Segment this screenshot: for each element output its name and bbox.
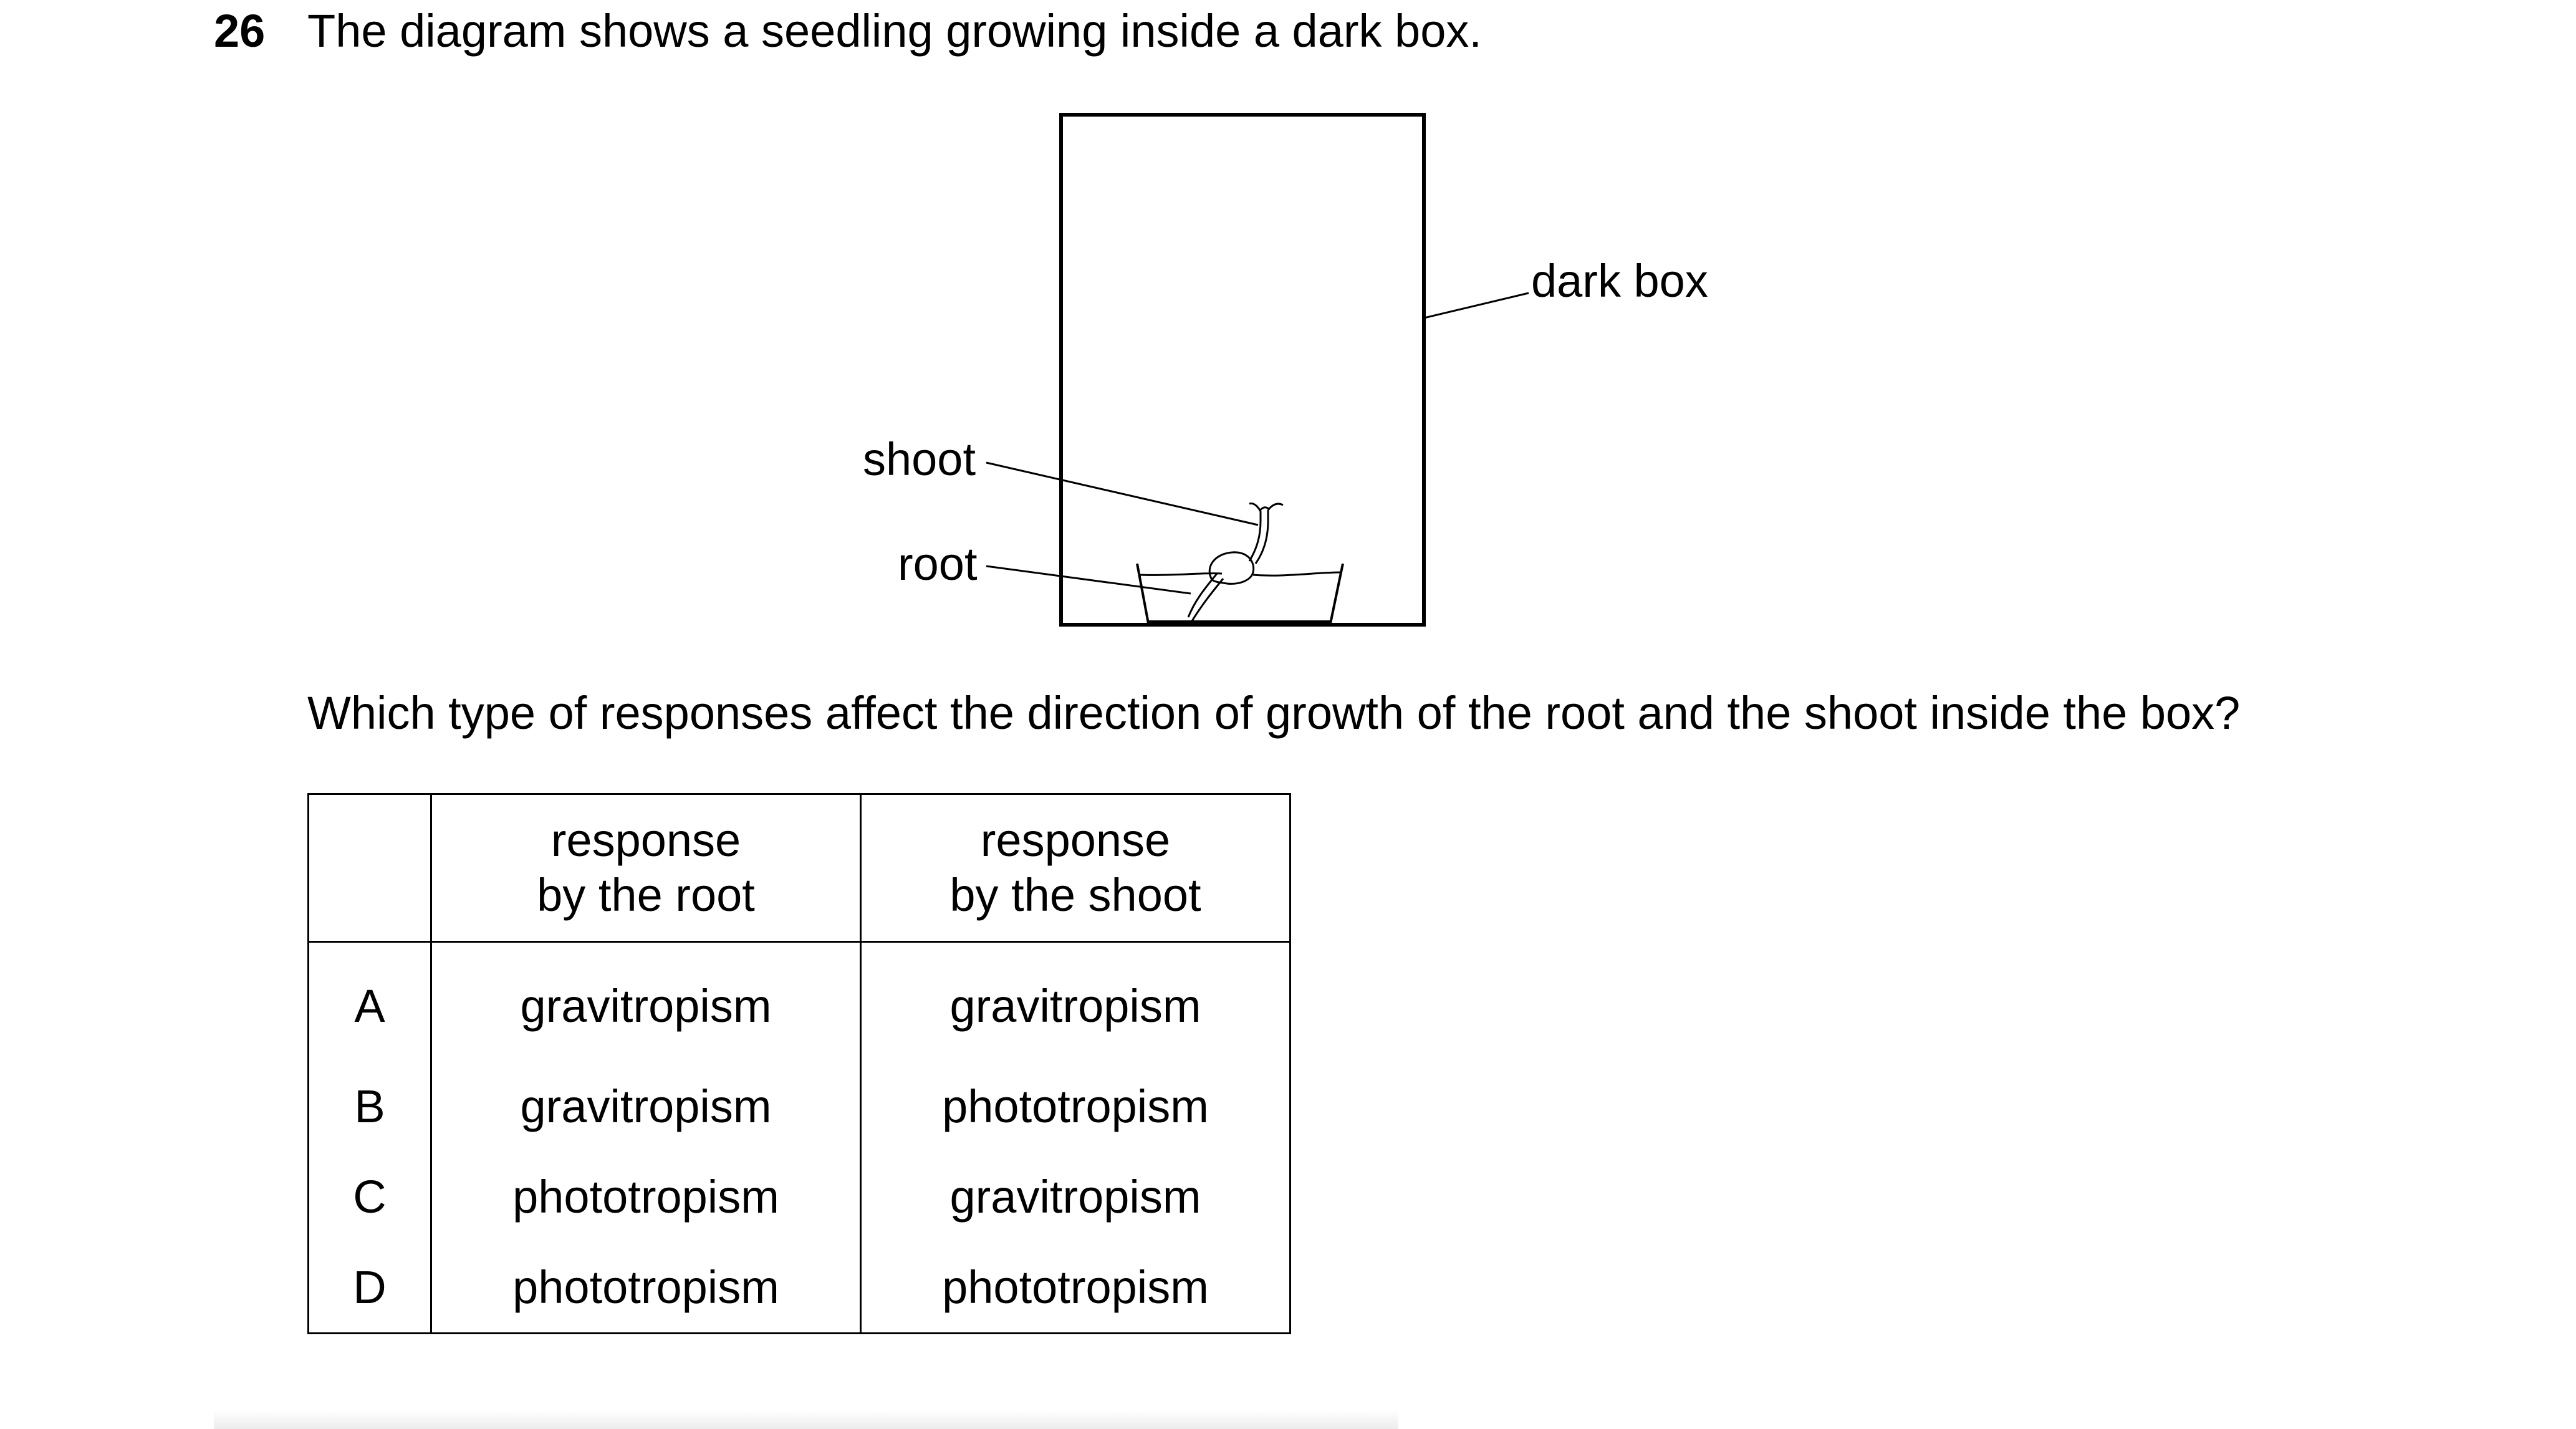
option-key: D [307, 1242, 432, 1334]
shoot-label: shoot [863, 433, 976, 485]
header-root-line1: response [550, 814, 741, 866]
header-shoot-line2: by the shoot [949, 869, 1201, 921]
header-root-response: response by the root [430, 793, 862, 943]
option-root-response: gravitropism [430, 941, 862, 1061]
question-number: 26 [214, 5, 266, 57]
seed [1208, 551, 1255, 585]
shoot-leaves [1249, 503, 1284, 512]
table-header-row: response by the root response by the sho… [307, 793, 1291, 943]
header-shoot-line1: response [980, 814, 1171, 866]
question-prompt: Which type of responses affect the direc… [307, 687, 2241, 739]
option-key: B [307, 1061, 432, 1152]
root [1187, 573, 1224, 622]
header-root-line2: by the root [537, 869, 755, 921]
soil-surface [1139, 571, 1341, 577]
table-row: B gravitropism phototropism [307, 1061, 1291, 1152]
seed-tray [1136, 563, 1344, 625]
header-key-cell [307, 793, 432, 943]
option-key: A [307, 941, 432, 1061]
seedling-diagram: dark box shoot root [863, 113, 1708, 627]
option-key: C [307, 1152, 432, 1242]
shoot-label-line [986, 461, 1259, 526]
root-label-line [986, 565, 1191, 595]
header-shoot-response: response by the shoot [860, 793, 1291, 943]
root-label: root [898, 538, 978, 590]
option-shoot-response: gravitropism [860, 941, 1291, 1061]
option-shoot-response: phototropism [860, 1061, 1291, 1152]
dark-box-label: dark box [1531, 255, 1708, 307]
table-row: C phototropism gravitropism [307, 1152, 1291, 1242]
option-shoot-response: gravitropism [860, 1152, 1291, 1242]
table-row: D phototropism phototropism [307, 1242, 1291, 1334]
option-shoot-response: phototropism [860, 1242, 1291, 1334]
question-text: The diagram shows a seedling growing ins… [307, 5, 1482, 57]
shoot [1248, 510, 1269, 564]
option-root-response: phototropism [430, 1152, 862, 1242]
dark-box-outline [1059, 113, 1426, 627]
answer-options-table: response by the root response by the sho… [307, 793, 1291, 1334]
dark-box-label-line [1423, 292, 1529, 319]
option-root-response: gravitropism [430, 1061, 862, 1152]
option-root-response: phototropism [430, 1242, 862, 1334]
table-row: A gravitropism gravitropism [307, 941, 1291, 1061]
cut-off-next-question [214, 1410, 1398, 1429]
